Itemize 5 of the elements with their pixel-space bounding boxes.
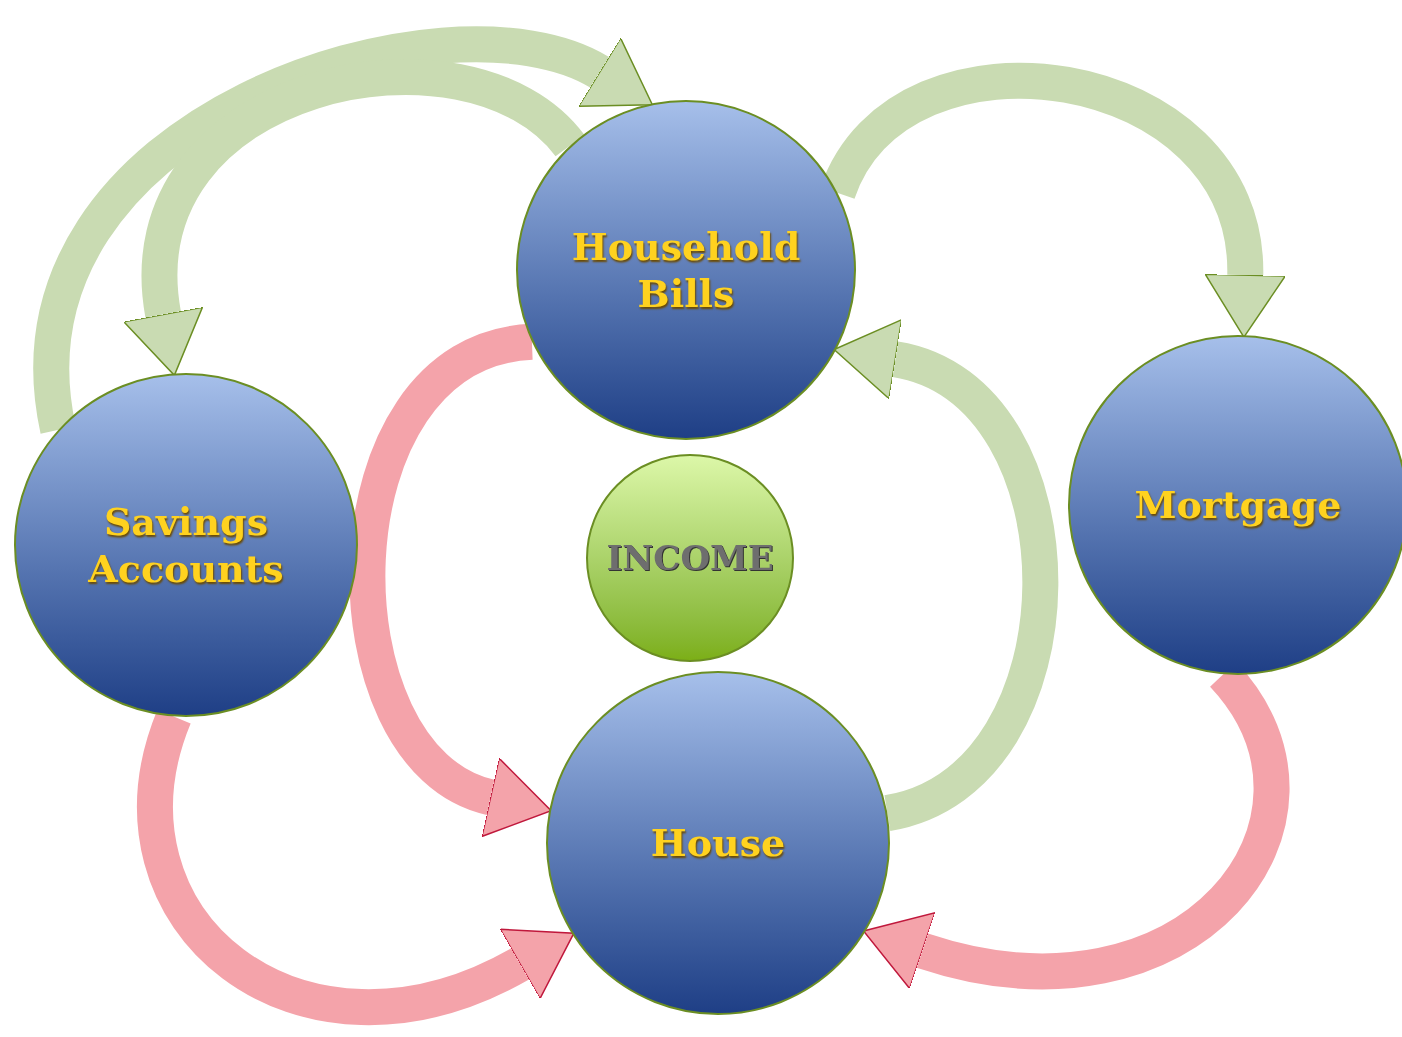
node-label: Household Bills: [570, 222, 802, 318]
node-label: Savings Accounts: [87, 497, 285, 593]
node-label: INCOME: [606, 536, 774, 580]
node-label: House: [650, 819, 786, 867]
node-label: Mortgage: [1134, 481, 1342, 529]
